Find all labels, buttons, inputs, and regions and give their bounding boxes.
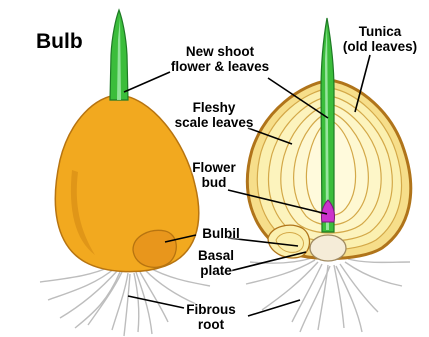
label-flower-bud: Flower bud xyxy=(184,160,244,190)
label-fibrous-root: Fibrous root xyxy=(180,302,242,332)
bulbil-left xyxy=(133,230,176,267)
label-bulbil: Bulbil xyxy=(196,226,246,241)
label-tunica: Tunica (old leaves) xyxy=(334,24,426,54)
cross-section-roots xyxy=(246,258,410,332)
label-new-shoot: New shoot flower & leaves xyxy=(160,44,280,74)
basal-plate-shape xyxy=(310,235,346,261)
label-basal-plate: Basal plate xyxy=(190,248,242,278)
label-fleshy-scale: Fleshy scale leaves xyxy=(166,100,262,130)
diagram-title: Bulb xyxy=(36,30,83,54)
